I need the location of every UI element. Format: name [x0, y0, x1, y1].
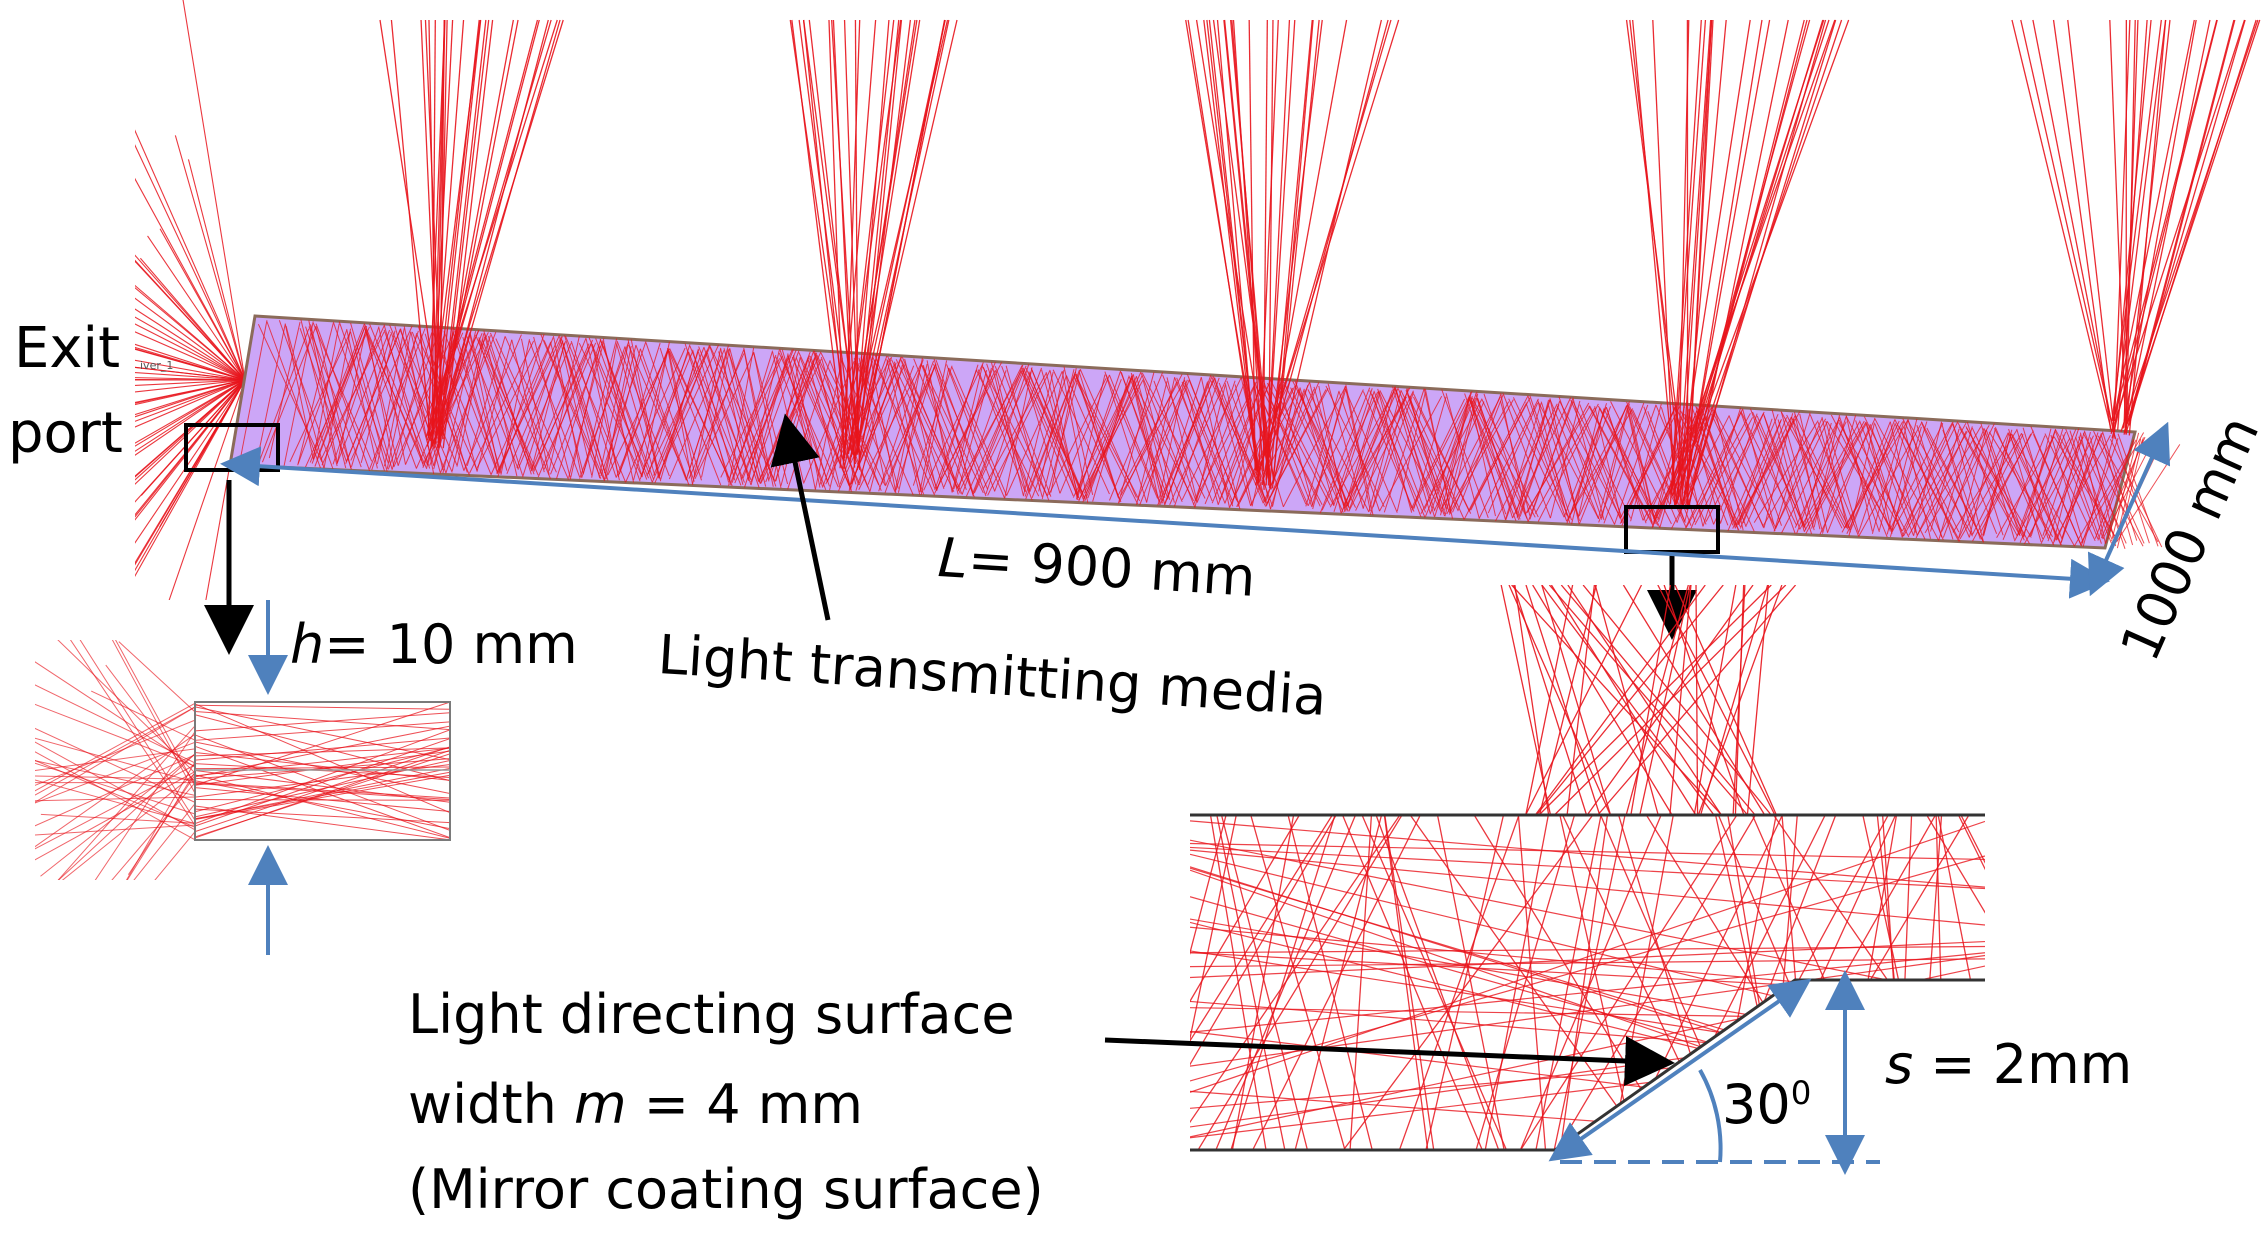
angle-arc [1700, 1070, 1721, 1162]
surface-label-line2: width m = 4 mm [408, 1075, 863, 1134]
surface-width-prefix: width [408, 1073, 574, 1136]
angle-degree: 0 [1791, 1074, 1812, 1112]
source-tag-label: iver_1 [140, 360, 173, 372]
step-label: s = 2mm [1885, 1035, 2132, 1094]
height-value: = 10 mm [324, 613, 578, 676]
surface-label-line1: Light directing surface [408, 985, 1015, 1044]
angle-label: 300 [1722, 1075, 1811, 1134]
step-value: = 2mm [1913, 1033, 2132, 1096]
surface-width-value: = 4 mm [627, 1073, 863, 1136]
length-variable: L [936, 526, 970, 591]
port-label: port [8, 403, 123, 465]
height-variable: h [290, 613, 324, 676]
surface-width-variable: m [574, 1073, 627, 1136]
height-label: h= 10 mm [290, 615, 578, 674]
surface-pointer-arrow [1105, 1040, 1650, 1062]
exit-label: Exit [14, 318, 120, 380]
step-variable: s [1885, 1033, 1913, 1096]
surface-label-line3: (Mirror coating surface) [408, 1160, 1044, 1219]
angle-value: 30 [1722, 1073, 1791, 1136]
